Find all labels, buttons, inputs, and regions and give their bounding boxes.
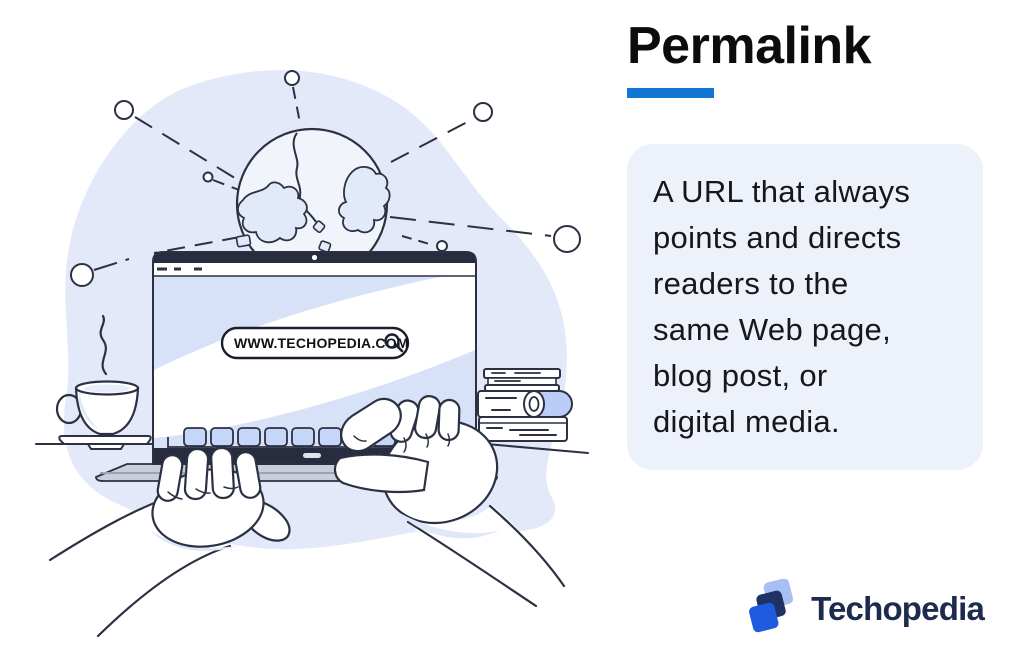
- search-url-text: WWW.TECHOPEDIA.COM: [234, 335, 409, 351]
- right-hand: [333, 395, 566, 616]
- definition-line: digital media.: [653, 404, 840, 440]
- definition-panel: Permalink A URL that always points and d…: [620, 0, 1024, 649]
- webcam-icon: [311, 254, 318, 261]
- title-accent-bar: [627, 88, 714, 99]
- definition-card: A URL that always points and directs rea…: [627, 144, 983, 471]
- right-knuckles: [389, 395, 461, 443]
- permalink-illustration: WWW.TECHOPEDIA.COM: [35, 70, 589, 638]
- definition-line: same Web page,: [653, 312, 891, 348]
- network-rays: [93, 86, 552, 271]
- trackpad-notch: [303, 453, 321, 458]
- globe-icon: [235, 127, 391, 281]
- globe-continent-east: [338, 166, 391, 234]
- book-stack-icon: [451, 368, 589, 454]
- techopedia-logo: Techopedia: [746, 579, 985, 639]
- steam-icon: [99, 314, 108, 376]
- page-title: Permalink: [627, 17, 872, 75]
- definition-line: A URL that always: [653, 174, 911, 210]
- definition-line: points and directs: [653, 220, 902, 256]
- magnifier-icon: [384, 333, 404, 353]
- browser-menu-bar: [154, 267, 475, 277]
- techopedia-logo-icon: [749, 579, 794, 633]
- definition-line: blog post, or: [653, 358, 828, 394]
- right-thumb: [333, 453, 430, 494]
- left-fingers: [156, 446, 262, 502]
- globe-continent-west: [236, 181, 308, 244]
- network-node-icons: [70, 70, 581, 287]
- definition-line: readers to the: [653, 266, 849, 302]
- coffee-cup-icon: [35, 314, 153, 450]
- screen-shade-top: [154, 276, 445, 370]
- illustrated-search-bar: WWW.TECHOPEDIA.COM: [220, 326, 410, 360]
- techopedia-logo-text: Techopedia: [811, 590, 985, 627]
- left-hand: [48, 446, 291, 638]
